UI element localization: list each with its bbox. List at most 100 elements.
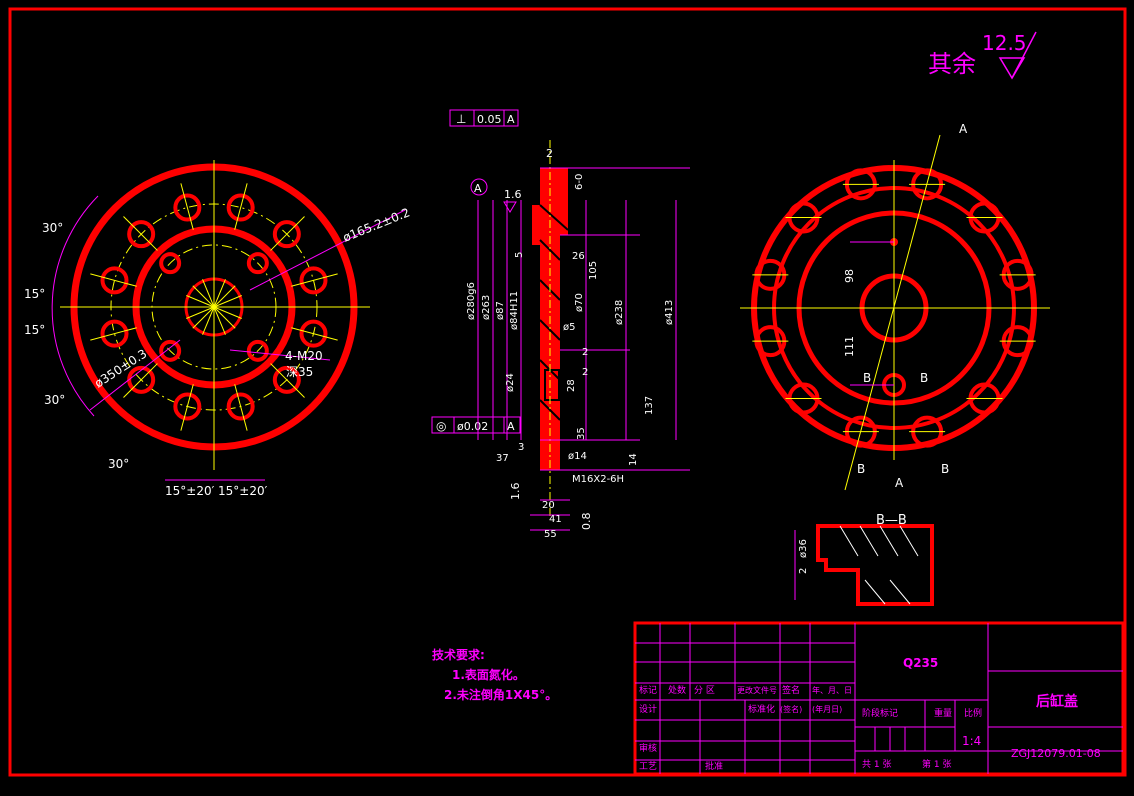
tech-req-line-1: 1.表面氮化。 [452, 667, 525, 682]
dim-4-m20: 4-M20 [285, 349, 323, 363]
section-view[interactable]: ⊥ 0.05 A ◎ ø0.02 A A 1.6 1.6 0.8 2 6-0 ø… [431, 109, 690, 540]
dim-41: 41 [549, 514, 562, 525]
dim-d14: ø14 [568, 451, 587, 462]
dim-5: 5 [514, 252, 525, 258]
bolt-hole [173, 193, 202, 222]
datum-a-label: A [474, 182, 482, 195]
tb-date-label: (年月日) [812, 704, 842, 714]
surface-finish-label: 其余 [928, 50, 976, 78]
label-b-3: B [857, 462, 865, 476]
tb-scale: 1:4 [962, 734, 981, 748]
bolt-hole [299, 266, 328, 295]
flatness-symbol: ⊥ [456, 112, 466, 126]
leader-m20 [229, 349, 331, 361]
label-a-bottom: A [895, 476, 904, 490]
dim-d70: ø70 [574, 293, 585, 312]
tb-process: 工艺 [639, 761, 657, 772]
angle-30-mid: 30° [44, 393, 65, 407]
coaxial-tol: ø0.02 [457, 420, 488, 433]
leader-d350 [89, 339, 181, 411]
tb-row-label-5: 年、月、日 [812, 685, 852, 695]
label-b-1: B [863, 371, 871, 385]
angle-15-tol-a: 15°±20′ [165, 484, 215, 498]
flatness-tol: 0.05 [477, 113, 502, 126]
dim-20: 20 [542, 500, 555, 511]
roughness-right: 0.8 [580, 513, 593, 531]
dim-2-a: 2 [582, 347, 588, 358]
surface-finish-value: 12.5 [982, 31, 1027, 55]
inner-tapped-hole [246, 339, 269, 362]
tb-scale-label: 比例 [964, 707, 982, 719]
bolt-hole [272, 220, 301, 249]
tb-row-label-3: 更改文件号 [737, 685, 777, 695]
leader-d165 [249, 209, 406, 291]
label-a-top: A [959, 122, 968, 136]
tech-requirements: 技术要求: 1.表面氮化。 2.未注倒角1X45°。 [432, 647, 557, 702]
dim-55: 55 [544, 529, 557, 540]
bolt-hole [173, 392, 202, 421]
left-view[interactable]: 30° 15° 15° 30° 30° 15°±20′ 15°±20′ ø165… [24, 160, 412, 498]
tb-drawing-no: ZGJ12079.01-08 [1011, 747, 1101, 760]
bolt-hole [127, 220, 156, 249]
flatness-frame [449, 109, 519, 127]
dim-35: 35 [576, 427, 587, 440]
dim-d24: ø24 [505, 373, 516, 392]
angle-15-b: 15° [24, 323, 45, 337]
dim-bb-d36: ø36 [798, 539, 809, 558]
dim-2-b: 2 [582, 367, 588, 378]
tb-row-label-4: 签名 [782, 684, 800, 696]
dim-98: 98 [843, 269, 856, 283]
tb-sheet-total: 共 1 张 [862, 759, 891, 770]
dim-top-2: 2 [546, 147, 553, 160]
bolt-hole [272, 365, 301, 394]
title-block[interactable]: Q235 后缸盖 ZGJ12079.01-08 比例 1:4 重量 阶段标记 共… [633, 621, 1125, 776]
tb-part-name: 后缸盖 [1036, 693, 1078, 710]
dim-d87: ø87 [495, 301, 506, 320]
right-view[interactable]: 98 111 A A B B B B [740, 122, 1050, 491]
dim-3: 3 [518, 442, 524, 453]
tb-stage-label: 阶段标记 [862, 707, 898, 719]
dim-14: 14 [628, 453, 639, 466]
inner-tapped-hole [246, 252, 269, 275]
tb-row-label-0: 标记 [639, 684, 657, 696]
dim-d5: ø5 [563, 322, 575, 333]
dim-d413: ø413 [664, 300, 675, 325]
bolt-hole [226, 392, 255, 421]
dim-d84: ø84H11 [509, 291, 520, 330]
tb-approve: 批准 [705, 760, 723, 772]
dim-26: 26 [572, 251, 585, 262]
drawing-frame [8, 7, 1127, 777]
angle-30-bot: 30° [108, 457, 129, 471]
tb-weight-label: 重量 [934, 707, 952, 719]
bolt-hole [299, 319, 328, 348]
dim-depth35: 深35 [286, 365, 313, 379]
roughness-bottom: 1.6 [509, 483, 522, 501]
label-b-4: B [941, 462, 949, 476]
dim-111: 111 [843, 336, 856, 357]
dim-137: 137 [644, 396, 655, 415]
coaxial-symbol: ◎ [436, 419, 446, 433]
tech-req-title: 技术要求: [432, 647, 485, 662]
section-line-a [844, 134, 941, 491]
tb-row-label-2: 分 区 [694, 685, 715, 696]
dim-d238: ø238 [614, 300, 625, 325]
datum-a-circle [470, 178, 488, 196]
bolt-hole [100, 319, 129, 348]
coaxial-datum: A [507, 420, 515, 433]
section-bb[interactable]: B—B ø36 2 [794, 513, 934, 606]
dim-105: 105 [588, 261, 599, 280]
tb-design: 设计 [639, 703, 657, 715]
dim-d280: ø280g6 [466, 282, 477, 320]
tb-row-label-1: 处数 [668, 684, 686, 696]
tb-check: 审核 [639, 742, 657, 754]
dim-top-6: 6-0 [574, 174, 585, 190]
dim-bb-2: 2 [798, 568, 809, 574]
bolt-hole [100, 266, 129, 295]
tb-standard-label: 标准化 [748, 703, 775, 715]
dim-37: 37 [496, 453, 509, 464]
angle-30-top: 30° [42, 221, 63, 235]
coaxial-frame [431, 416, 521, 434]
dim-thread: M16X2-6H [572, 474, 624, 485]
